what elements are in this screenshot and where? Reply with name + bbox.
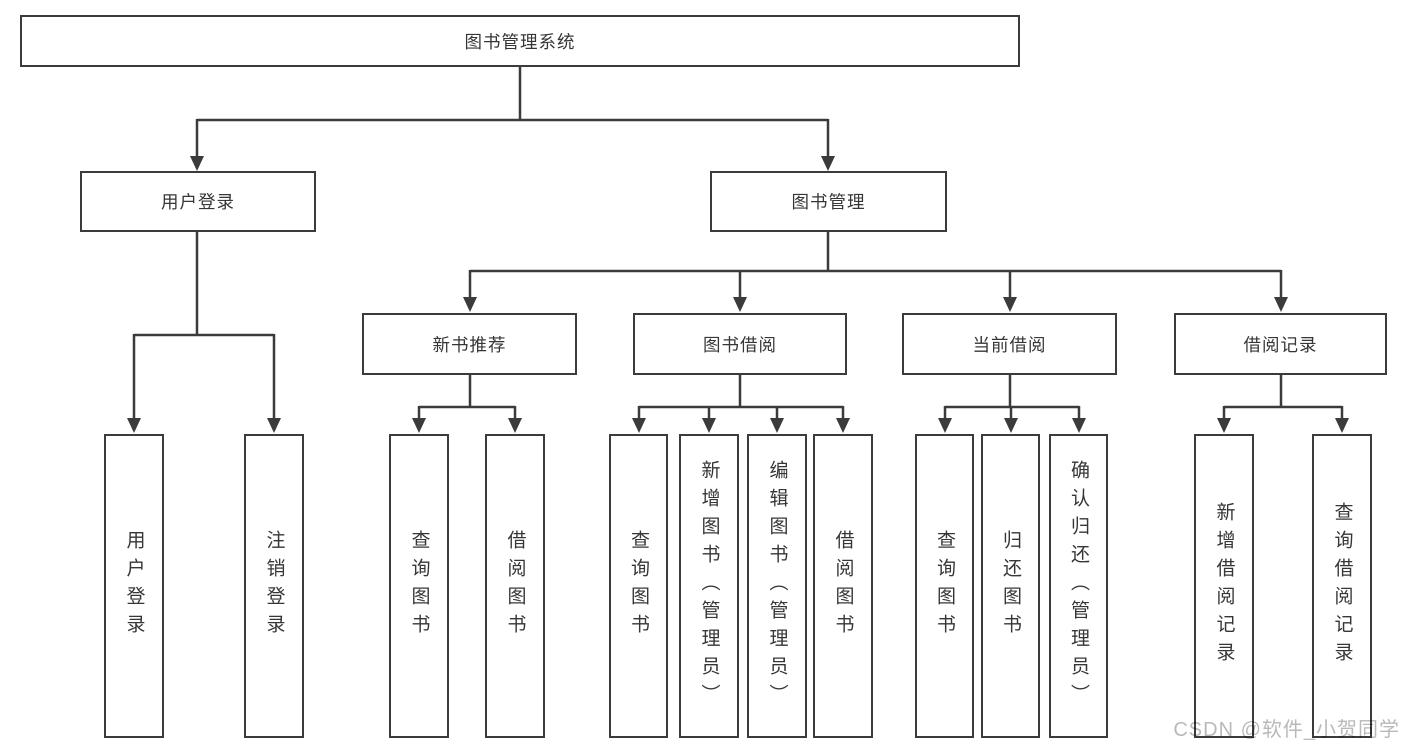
leaf-label-query-books-3: 查询图书 [934,530,955,642]
leaf-query-books-3: 查询图书 [915,434,974,738]
leaf-label-logout: 注销登录 [263,530,285,642]
leaf-label-return-books: 归还图书 [1000,530,1021,642]
leaf-label-borrow-books-2: 借阅图书 [832,530,854,642]
leaf-user-login: 用户登录 [104,434,164,738]
node-root-system: 图书管理系统 [20,15,1020,67]
leaf-label-add-book-admin: 新增图书（管理员） [698,460,720,712]
node-label-book-management: 图书管理 [791,192,866,212]
leaf-query-borrow-record: 查询借阅记录 [1312,434,1372,738]
arrowheads [127,156,1349,433]
node-current-borrowing: 当前借阅 [902,313,1117,375]
node-new-book-recommend: 新书推荐 [362,313,577,375]
node-user-login: 用户登录 [80,171,316,232]
csdn-watermark: CSDN @软件_小贺同学 [1173,719,1400,741]
leaf-label-query-books-2: 查询图书 [628,530,649,642]
leaf-label-user-login: 用户登录 [123,530,145,642]
node-label-root: 图书管理系统 [464,31,576,52]
leaf-label-query-borrow-record: 查询借阅记录 [1331,502,1353,670]
node-label-current-borrowing: 当前借阅 [972,334,1047,355]
leaf-borrow-books-1: 借阅图书 [485,434,545,738]
leaf-borrow-books-2: 借阅图书 [813,434,873,738]
leaf-label-query-books-1: 查询图书 [408,530,430,642]
leaf-edit-book-admin: 编辑图书（管理员） [747,434,807,738]
leaf-confirm-return-admin: 确认归还（管理员） [1049,434,1108,738]
leaf-label-borrow-books-1: 借阅图书 [504,530,526,642]
leaf-label-edit-book-admin: 编辑图书（管理员） [766,460,788,712]
leaf-query-books-1: 查询图书 [389,434,449,738]
leaf-add-book-admin: 新增图书（管理员） [679,434,739,738]
leaf-add-borrow-record: 新增借阅记录 [1194,434,1254,738]
node-borrow-records: 借阅记录 [1174,313,1387,375]
leaf-label-add-borrow-record: 新增借阅记录 [1213,502,1235,670]
node-book-borrowing: 图书借阅 [633,313,847,375]
connector-path [132,67,1344,422]
leaf-label-confirm-return-admin: 确认归还（管理员） [1068,460,1089,712]
node-label-user-login: 用户登录 [161,192,235,212]
node-book-management: 图书管理 [710,171,947,232]
leaf-return-books: 归还图书 [981,434,1040,738]
leaf-query-books-2: 查询图书 [609,434,668,738]
node-label-book-borrowing: 图书借阅 [703,334,777,355]
node-label-borrow-records: 借阅记录 [1243,334,1318,355]
node-label-new-book-recommend: 新书推荐 [432,334,507,355]
leaf-logout: 注销登录 [244,434,304,738]
